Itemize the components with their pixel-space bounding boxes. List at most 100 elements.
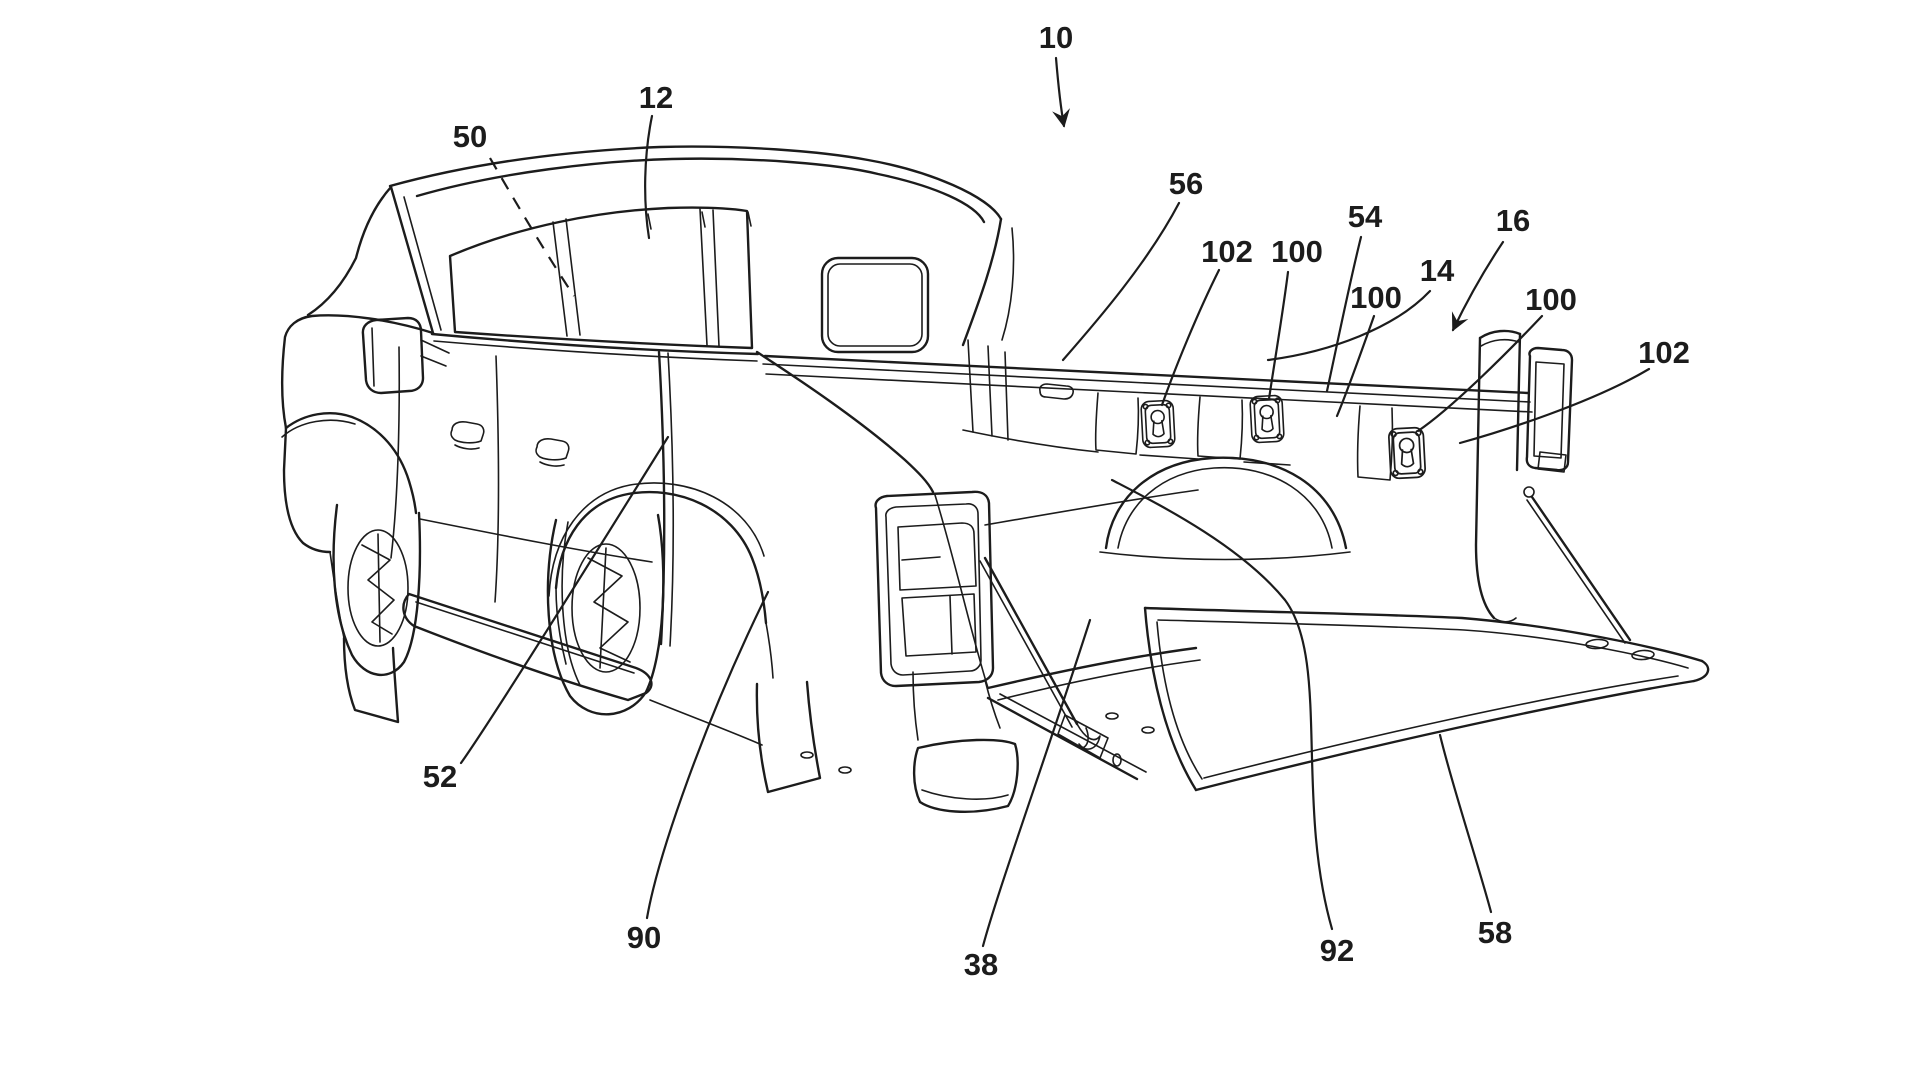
rear-bumper-bar (986, 696, 1139, 781)
bed-far-rail-3 (765, 373, 1533, 413)
leader-38 (981, 618, 1092, 948)
rear-window-divider-2 (712, 209, 720, 347)
fender-door-seam (390, 346, 401, 559)
roof-outline (388, 145, 1003, 221)
leader-50 (489, 157, 575, 297)
left-taillight-upper-lens (897, 522, 977, 591)
rail-tie-slot (1039, 383, 1074, 400)
front-bumper-edge (282, 426, 332, 554)
post-inner-edge (1515, 332, 1522, 472)
tailgate-hinge-end (1143, 606, 1198, 792)
left-taillight-divider (949, 595, 953, 655)
leader-12 (644, 114, 654, 240)
ref-label-10: 10 (1039, 20, 1073, 55)
bulkhead-line-1 (967, 339, 974, 433)
ref-label-56: 56 (1169, 166, 1203, 201)
a-pillar (389, 185, 435, 335)
left-taillight-tick (901, 556, 941, 561)
rear-bumper-end (912, 738, 1019, 813)
leader-100-right (1416, 314, 1544, 433)
right-taillight-inner (1533, 361, 1565, 459)
ref-label-102-left: 102 (1201, 234, 1253, 269)
bed-wheel-hump-base (1099, 551, 1351, 561)
cab-rear-window (820, 256, 930, 354)
truck-body-side (390, 346, 675, 702)
tailgate-top-inner-line (1157, 619, 1689, 669)
leader-10 (1052, 56, 1070, 128)
cargo-bed (755, 339, 1533, 701)
leader-14 (1266, 289, 1432, 362)
leader-100-middle (1335, 314, 1376, 418)
bed-sill-edge (986, 646, 1198, 690)
front-door-handle-shadow (454, 444, 480, 450)
tailgate-far-edge (1143, 606, 1704, 663)
front-door-handle (450, 421, 485, 444)
right-tailgate-cable-1 (1530, 495, 1632, 642)
ref-label-16: 16 (1496, 203, 1530, 238)
stake-pocket-recess-1 (1094, 392, 1140, 455)
tailgate-near-inner-line (1203, 675, 1679, 779)
lower-body-line (649, 699, 763, 746)
leader-58 (1438, 733, 1493, 914)
left-taillight-outer (874, 490, 995, 688)
sill-hole-1 (1105, 712, 1119, 720)
mirror-arm-1 (420, 339, 450, 354)
bed-wall-bottom-2 (1139, 454, 1199, 460)
rear-bumper-bar-top (999, 693, 1147, 773)
b-pillar-line-2 (565, 218, 581, 336)
belt-line-inner (433, 340, 758, 362)
tie-down-cleat-2 (1249, 394, 1285, 444)
windshield-edge (306, 185, 393, 317)
ref-label-38: 38 (964, 947, 998, 982)
bulkhead-line-3 (1004, 351, 1009, 441)
rear-wheel-rim (571, 543, 641, 673)
front-door-seam (494, 355, 500, 603)
left-tailgate-cable-2 (979, 560, 1073, 728)
side-mirror (361, 316, 425, 395)
leader-16 (1451, 240, 1505, 332)
front-fender-flare (281, 419, 356, 438)
tailgate-end-inner-line (1156, 621, 1203, 780)
stake-pocket-recess-3 (1356, 405, 1394, 481)
stake-pocket-recess-2 (1196, 396, 1244, 460)
quarter-panel-lower (765, 622, 774, 679)
rear-wheel-tire (546, 513, 665, 716)
tailgate-tip (1692, 659, 1710, 683)
ref-label-12: 12 (639, 80, 673, 115)
sill-hole-2 (1141, 726, 1155, 734)
rear-door-seam-2 (667, 352, 675, 647)
cab-rear-edge (961, 217, 1003, 347)
rear-left-corner (800, 490, 1155, 813)
rear-bumper-crease (921, 789, 1009, 800)
open-tailgate (1143, 606, 1710, 792)
truck-front-end (280, 314, 435, 724)
bed-sill-edge-inner (997, 659, 1201, 701)
rear-window-divider-1 (699, 208, 708, 346)
roof-drip-rail (415, 157, 986, 224)
roof-seam-tick-1 (647, 213, 652, 230)
hood-line (280, 314, 435, 430)
ref-label-58: 58 (1478, 915, 1512, 950)
frame-hole-1 (838, 766, 852, 774)
rear-mud-flap (755, 680, 822, 794)
rear-right-corner-post (1474, 329, 1632, 644)
front-wheel-spokes (361, 544, 395, 635)
truck-rear-quarter (546, 482, 822, 794)
leader-52 (459, 435, 670, 765)
truck-drawing (280, 145, 1710, 813)
bed-floor-contour (984, 489, 1199, 526)
bed-near-rail (755, 350, 935, 494)
latch-hook (1077, 727, 1089, 749)
ref-label-90: 90 (627, 920, 661, 955)
post-top-cap-inner (1480, 338, 1520, 347)
right-tailgate-cable-2 (1526, 499, 1626, 644)
rear-door-handle-shadow (539, 461, 565, 467)
front-fender-arch (284, 411, 418, 515)
mirror-arm-2 (420, 355, 447, 367)
ref-label-92: 92 (1320, 933, 1354, 968)
ref-label-100-left: 100 (1271, 234, 1323, 269)
corner-panel-right-edge (984, 679, 1001, 729)
rear-wheel-spoke-line (599, 547, 607, 669)
